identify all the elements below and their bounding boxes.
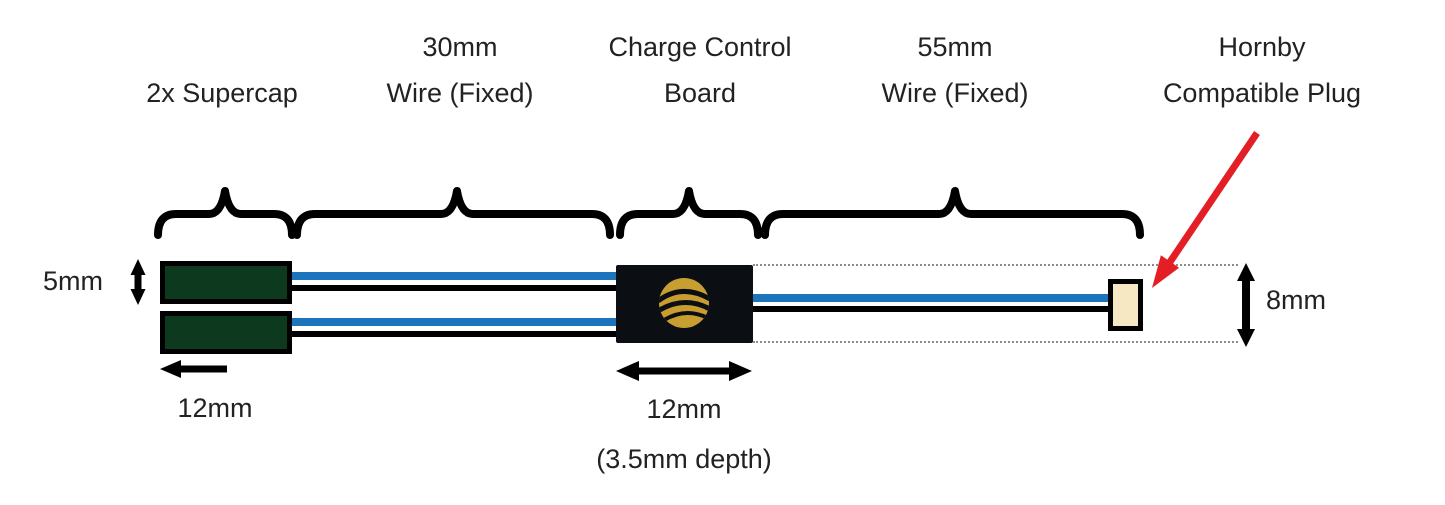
caption-plug-line1: Hornby	[1218, 32, 1306, 62]
dotted-reference-line-bottom	[753, 341, 1238, 343]
hornby-plug	[1108, 279, 1143, 331]
caption-supercap-line1: 2x Supercap	[146, 78, 298, 108]
dim-board-depth: (3.5mm depth)	[596, 444, 772, 474]
overbrace-supercap	[154, 187, 296, 239]
dim-plug-height: 8mm	[1266, 285, 1326, 315]
dim-supercap-height: 5mm	[43, 266, 103, 296]
caption-supercap: 2x Supercap	[97, 70, 347, 116]
wire-blue-bottom	[288, 318, 618, 326]
dim-supercap-length: 12mm	[177, 393, 253, 423]
charge-control-board	[616, 265, 753, 343]
arrow-12mm-supercap	[160, 360, 227, 378]
arrow-12mm-board	[616, 361, 752, 381]
caption-hornby-plug: Hornby Compatible Plug	[1112, 24, 1412, 116]
overbrace-board	[616, 187, 762, 239]
wire-black-bottom	[288, 331, 618, 337]
caption-wire55-line2: Wire (Fixed)	[881, 78, 1029, 108]
caption-wire-55mm: 55mm Wire (Fixed)	[830, 24, 1080, 116]
caption-board-line1: Charge Control	[608, 32, 792, 62]
caption-wire-30mm: 30mm Wire (Fixed)	[335, 24, 585, 116]
caption-wire30-line2: Wire (Fixed)	[386, 78, 534, 108]
dim-board-length: 12mm	[646, 394, 722, 424]
train-logo-icon	[659, 278, 709, 328]
caption-wire30-line1: 30mm	[422, 32, 498, 62]
caption-wire55-line1: 55mm	[917, 32, 993, 62]
overbrace-wire-55mm	[761, 187, 1144, 239]
wire-black-top	[288, 285, 618, 291]
caption-board-line2: Board	[663, 78, 737, 108]
wire-blue-output	[750, 294, 1112, 302]
caption-charge-control-board: Charge Control Board	[575, 24, 825, 116]
caption-plug-line2: Compatible Plug	[1162, 78, 1362, 108]
overbrace-wire-30mm	[293, 187, 614, 239]
supercap-2	[160, 311, 292, 354]
dotted-reference-line-top	[753, 264, 1238, 266]
wire-black-output	[750, 306, 1112, 312]
wire-blue-top	[288, 272, 618, 280]
supercap-1	[160, 261, 292, 304]
arrow-5mm-height	[130, 259, 146, 305]
arrow-8mm-plug	[1237, 263, 1255, 347]
